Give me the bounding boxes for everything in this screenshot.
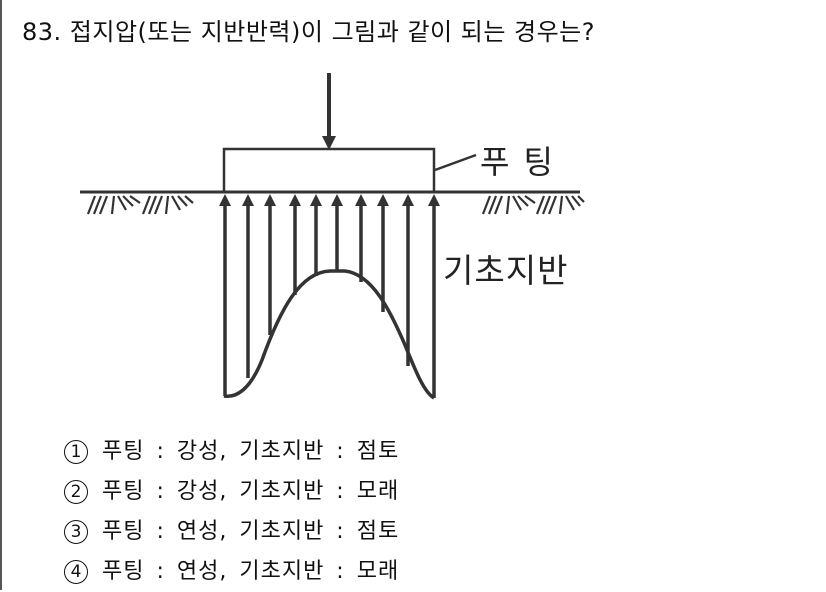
choice-1[interactable]: 1 푸팅 : 강성, 기초지반 : 점토 bbox=[64, 432, 399, 472]
contact-pressure-diagram: 푸팅 기초지반 bbox=[80, 73, 585, 400]
ground-hatching-right-icon bbox=[481, 195, 585, 215]
foundation-soil-label: 기초지반 bbox=[443, 251, 569, 290]
choice-2[interactable]: 2 푸팅 : 강성, 기초지반 : 모래 bbox=[64, 472, 399, 512]
reaction-arrows bbox=[223, 200, 436, 398]
reaction-arrowheads bbox=[219, 194, 440, 206]
footing-leader-line bbox=[434, 153, 477, 172]
choice-text-1: 푸팅 : 강성, 기초지반 : 점토 bbox=[102, 439, 400, 464]
ground-hatching-left-icon bbox=[86, 195, 194, 215]
pressure-distribution-curve bbox=[223, 269, 436, 400]
choice-text-4: 푸팅 : 연성, 기초지반 : 모래 bbox=[102, 559, 400, 584]
choice-text-3: 푸팅 : 연성, 기초지반 : 점토 bbox=[102, 519, 400, 544]
choice-text-2: 푸팅 : 강성, 기초지반 : 모래 bbox=[102, 479, 400, 504]
answer-choices: 1 푸팅 : 강성, 기초지반 : 점토 2 푸팅 : 강성, 기초지반 : 모… bbox=[64, 432, 399, 592]
question-title: 83. 접지압(또는 지반반력)이 그림과 같이 되는 경우는? bbox=[22, 18, 596, 46]
choice-number-3: 3 bbox=[64, 520, 88, 544]
choice-number-1: 1 bbox=[64, 440, 88, 464]
load-arrow-icon bbox=[322, 73, 336, 150]
choice-number-2: 2 bbox=[64, 480, 88, 504]
choice-number-4: 4 bbox=[64, 560, 88, 584]
choice-4[interactable]: 4 푸팅 : 연성, 기초지반 : 모래 bbox=[64, 552, 399, 592]
footing-rect bbox=[222, 147, 436, 194]
choice-3[interactable]: 3 푸팅 : 연성, 기초지반 : 점토 bbox=[64, 512, 399, 552]
footing-label: 푸팅 bbox=[480, 143, 567, 181]
diagram-svg bbox=[80, 73, 585, 400]
